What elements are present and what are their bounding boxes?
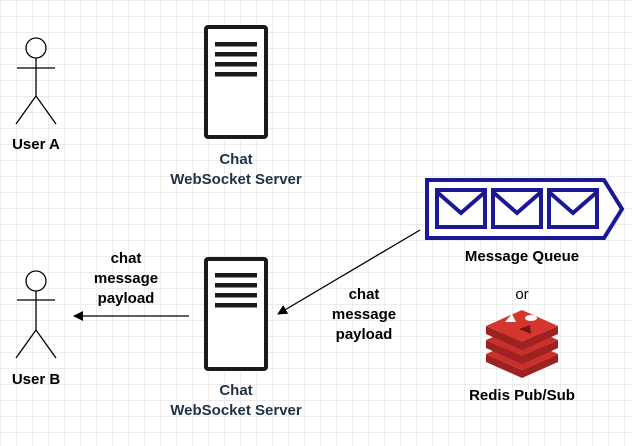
message-queue-icon [425, 178, 625, 240]
edge-queue-to-server [277, 229, 421, 315]
envelope-icon [547, 188, 599, 229]
server-top-icon [204, 25, 268, 139]
server-top-label: Chat WebSocket Server [146, 150, 326, 190]
server-top-label-line1: Chat [219, 151, 253, 168]
user-a-label: User A [12, 136, 60, 153]
server-top-label-line2: WebSocket Server [170, 171, 302, 188]
edge-label-line: message [331, 306, 397, 323]
user-a-icon [15, 37, 57, 125]
edge-label-line: chat [110, 250, 142, 267]
envelope-icon [491, 188, 543, 229]
edge-label-line: payload [97, 290, 155, 307]
redis-label: Redis Pub/Sub [469, 387, 575, 404]
server-bottom-label: Chat WebSocket Server [146, 381, 326, 421]
edge-queue-to-server-label: chat message payload [322, 285, 406, 345]
user-b-label: User B [11, 371, 61, 388]
edge-label-line: chat [348, 286, 380, 303]
server-bottom-label-line2: WebSocket Server [170, 402, 302, 419]
user-b-icon [15, 270, 57, 359]
edge-label-line: message [93, 270, 159, 287]
envelope-icon [435, 188, 487, 229]
server-bottom-label-line1: Chat [219, 382, 253, 399]
server-bottom-icon [204, 257, 268, 371]
edge-label-line: payload [335, 326, 393, 343]
message-queue-label: Message Queue [464, 248, 580, 265]
redis-logo-icon [486, 310, 558, 378]
edge-server-to-user-label: chat message payload [84, 249, 168, 309]
or-label: or [515, 286, 529, 303]
